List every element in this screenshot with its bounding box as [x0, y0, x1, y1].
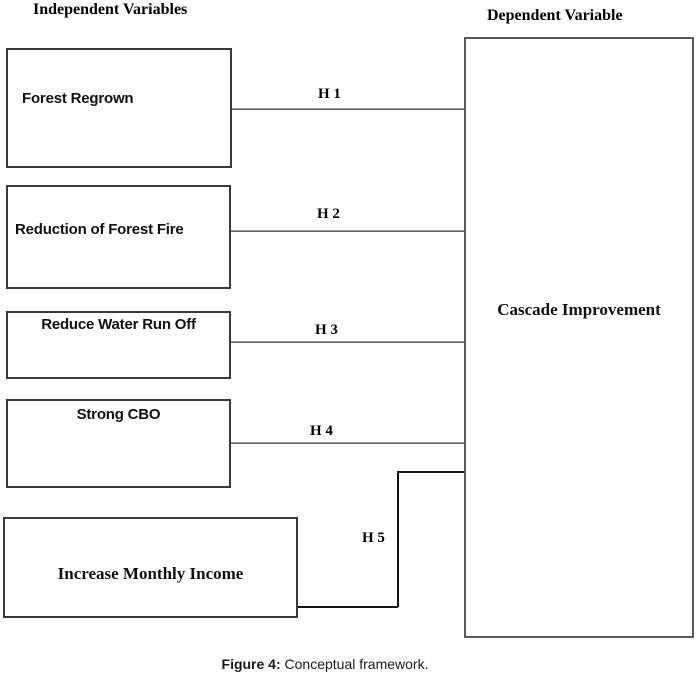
connector-line-h5-vertical-segment	[397, 471, 399, 607]
connector-line-h2	[231, 230, 464, 232]
figure-caption: Figure 4: Conceptual framework.	[0, 656, 650, 673]
box-forest-regrown: Forest Regrown	[6, 48, 232, 168]
box-increase-monthly-income: Increase Monthly Income	[3, 517, 298, 618]
box-increase-monthly-income-label: Increase Monthly Income	[57, 563, 244, 583]
box-forest-regrown-label: Forest Regrown	[22, 90, 134, 107]
dependent-variable-header: Dependent Variable	[487, 7, 623, 24]
box-reduction-of-forest-fire-label: Reduction of Forest Fire	[15, 221, 184, 238]
box-reduce-water-run-off-label: Reduce Water Run Off	[41, 316, 196, 333]
figure-caption-label: Figure 4:	[221, 656, 281, 672]
connector-line-h5-top-segment	[398, 471, 464, 473]
box-reduce-water-run-off: Reduce Water Run Off	[6, 311, 231, 379]
hypothesis-label-h1: H 1	[318, 86, 341, 102]
hypothesis-label-h5: H 5	[362, 530, 385, 546]
independent-variables-header: Independent Variables	[33, 1, 188, 18]
box-cascade-improvement: Cascade Improvement	[464, 37, 694, 638]
connector-line-h4	[231, 442, 464, 444]
box-cascade-improvement-label: Cascade Improvement	[497, 300, 661, 319]
box-strong-cbo-label: Strong CBO	[76, 406, 161, 423]
box-reduction-of-forest-fire: Reduction of Forest Fire	[6, 185, 231, 289]
connector-line-h5-bottom-segment	[298, 606, 398, 608]
hypothesis-label-h4: H 4	[310, 423, 333, 439]
connector-line-h3	[231, 341, 464, 343]
connector-line-h1	[232, 108, 464, 110]
hypothesis-label-h3: H 3	[315, 322, 338, 338]
figure-caption-text: Conceptual framework.	[284, 656, 429, 672]
box-strong-cbo: Strong CBO	[6, 399, 231, 488]
hypothesis-label-h2: H 2	[317, 206, 340, 222]
